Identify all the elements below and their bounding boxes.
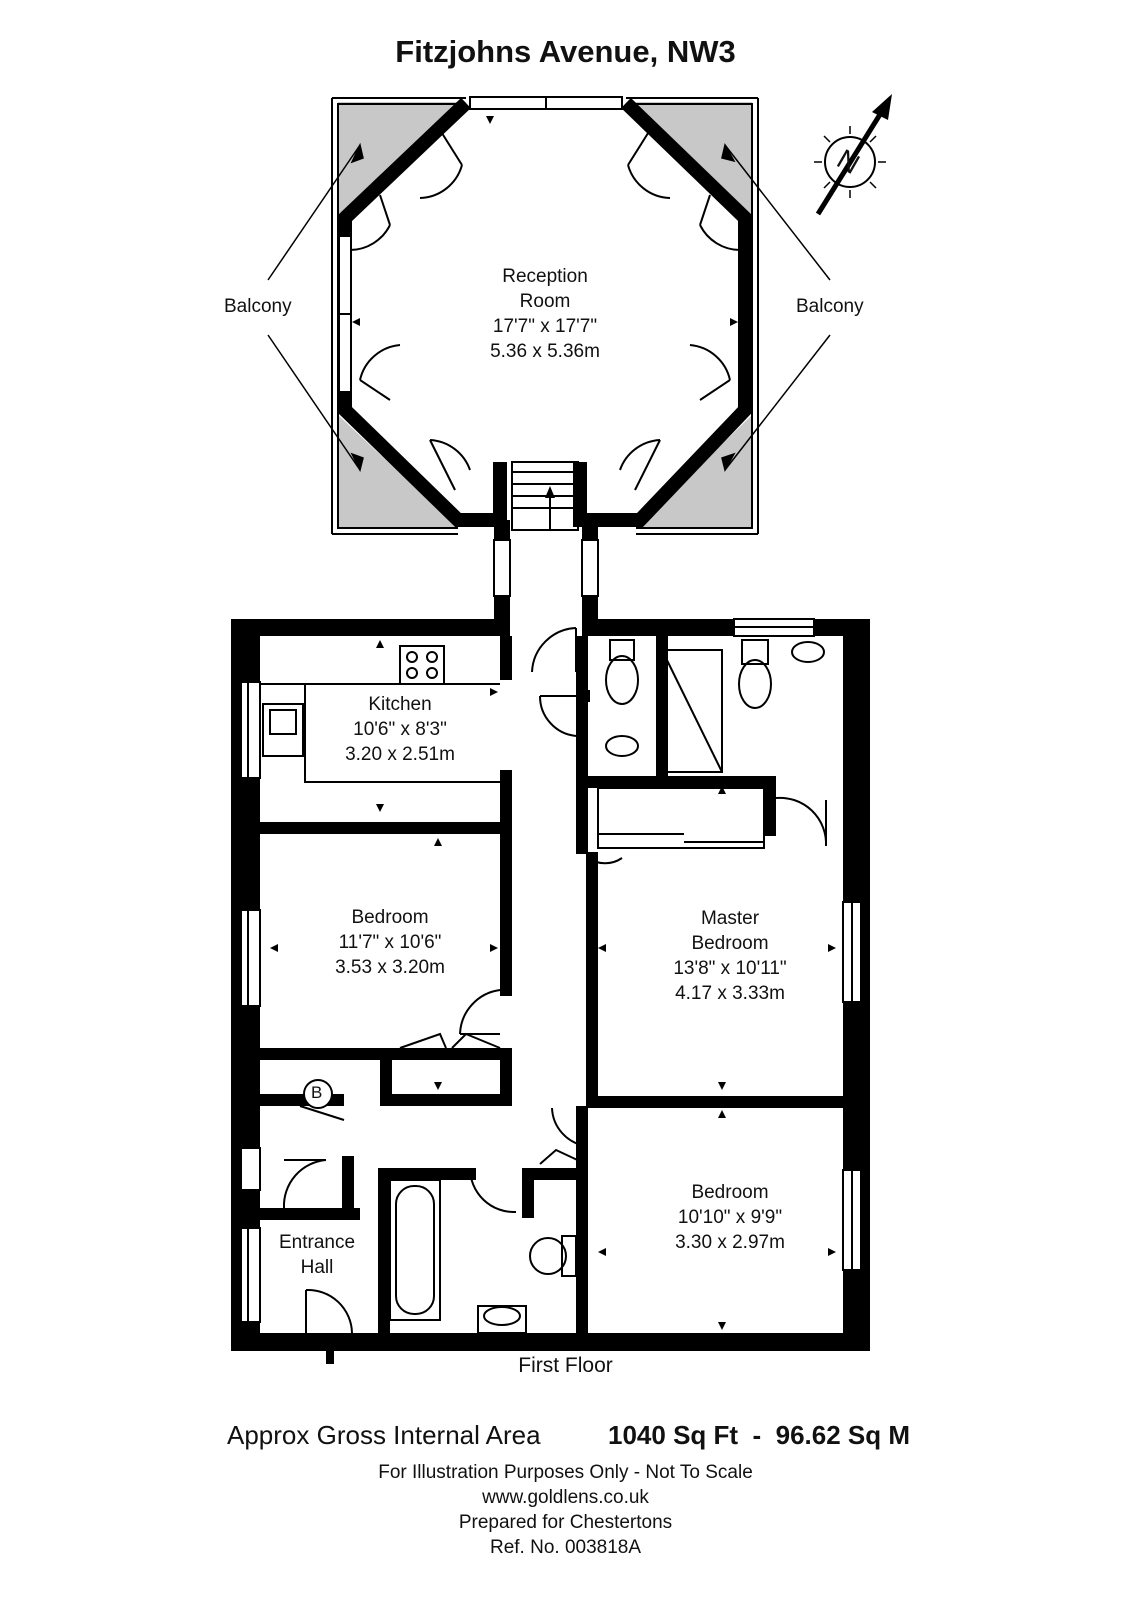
dimension-markers bbox=[270, 116, 836, 1330]
room-name: Master bbox=[700, 908, 760, 929]
room-dimensions-metric: 5.36 x 5.36m bbox=[490, 341, 600, 362]
room-name: Hall bbox=[300, 1257, 334, 1278]
page-title: Fitzjohns Avenue, NW3 bbox=[395, 34, 736, 69]
entrance-arrow bbox=[320, 1336, 340, 1364]
room-label-bedroom-2: Bedroom 10'10" x 9'9" 3.30 x 2.97m bbox=[645, 1180, 815, 1255]
kitchen-worktop bbox=[260, 645, 500, 783]
footer-reference: Ref. No. 003818A bbox=[489, 1537, 642, 1558]
bathroom-fixtures bbox=[389, 639, 825, 1334]
room-name: Kitchen bbox=[368, 694, 432, 715]
room-dimensions-imperial: 10'6" x 8'3" bbox=[353, 719, 447, 740]
reception-windows bbox=[338, 96, 623, 393]
internal-walls bbox=[260, 636, 843, 1333]
room-dimensions-metric: 3.53 x 3.20m bbox=[335, 957, 445, 978]
footer-website: www.goldlens.co.uk bbox=[482, 1487, 649, 1508]
room-dimensions-metric: 3.30 x 2.97m bbox=[675, 1232, 785, 1253]
reception-doors bbox=[349, 129, 741, 491]
area-value: 1040 Sq Ft - 96.62 Sq M bbox=[608, 1420, 910, 1450]
footer-prepared-for: Prepared for Chestertons bbox=[458, 1512, 673, 1533]
stair-arrow bbox=[545, 486, 555, 498]
balcony-label-left: Balcony bbox=[224, 296, 292, 317]
floor-label: First Floor bbox=[518, 1354, 613, 1377]
footer-disclaimer: For Illustration Purposes Only - Not To … bbox=[378, 1462, 753, 1483]
staircase bbox=[511, 461, 579, 531]
room-name: Entrance bbox=[278, 1232, 356, 1253]
balcony-pointers bbox=[267, 142, 831, 473]
compass-rose bbox=[814, 94, 892, 216]
right-windows bbox=[733, 618, 862, 1271]
corridor-windows bbox=[493, 539, 599, 597]
room-name: Reception bbox=[502, 266, 588, 287]
room-dimensions-imperial: 17'7" x 17'7" bbox=[492, 316, 598, 337]
reception-walls bbox=[338, 97, 752, 527]
boiler-label: B bbox=[311, 1083, 323, 1102]
room-label-bedroom-1: Bedroom 11'7" x 10'6" 3.53 x 3.20m bbox=[305, 905, 475, 980]
balcony-label-right: Balcony bbox=[796, 296, 864, 317]
left-windows bbox=[240, 681, 261, 1323]
internal-doors bbox=[282, 627, 828, 1334]
room-label-reception: Reception Room 17'7" x 17'7" 5.36 x 5.36… bbox=[465, 264, 625, 364]
room-label-kitchen: Kitchen 10'6" x 8'3" 3.20 x 2.51m bbox=[320, 692, 480, 767]
room-name: Room bbox=[519, 291, 571, 312]
room-dimensions-imperial: 11'7" x 10'6" bbox=[338, 932, 442, 953]
room-name: Bedroom bbox=[691, 933, 769, 954]
room-name: Bedroom bbox=[691, 1182, 769, 1203]
room-name: Bedroom bbox=[351, 907, 429, 928]
room-dimensions-metric: 3.20 x 2.51m bbox=[345, 744, 455, 765]
boiler-circle bbox=[303, 1079, 333, 1109]
wardrobe bbox=[597, 787, 765, 849]
room-dimensions-imperial: 10'10" x 9'9" bbox=[677, 1207, 783, 1228]
room-label-entrance-hall: Entrance Hall bbox=[262, 1230, 372, 1280]
room-dimensions-metric: 4.17 x 3.33m bbox=[675, 983, 785, 1004]
room-dimensions-imperial: 13'8" x 10'11" bbox=[673, 958, 787, 979]
area-label: Approx Gross Internal Area bbox=[227, 1420, 541, 1450]
room-label-master-bedroom: Master Bedroom 13'8" x 10'11" 4.17 x 3.3… bbox=[640, 906, 820, 1006]
